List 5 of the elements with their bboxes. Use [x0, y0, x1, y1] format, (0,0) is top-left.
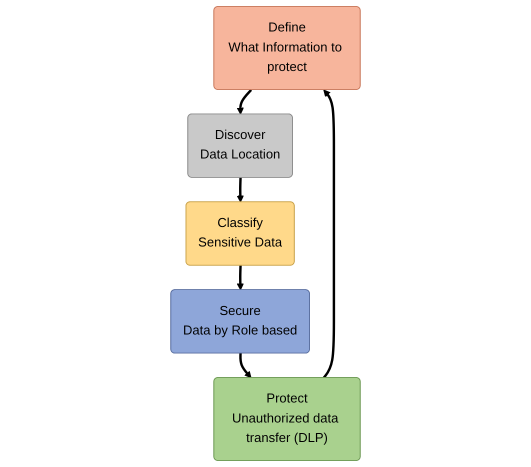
- arrow: [236, 266, 244, 290]
- arrow: [236, 89, 252, 115]
- arrow: [239, 353, 252, 378]
- arrow: [236, 178, 244, 202]
- arrow: [322, 90, 336, 379]
